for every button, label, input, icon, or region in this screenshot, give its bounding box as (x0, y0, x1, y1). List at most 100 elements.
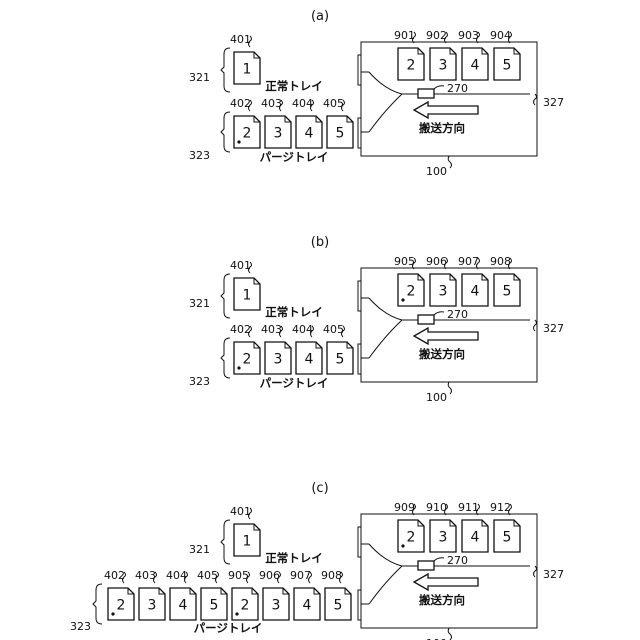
paper-sheet: 4404 (292, 323, 322, 374)
sheet-number: 2 (407, 58, 416, 74)
paper-sheet: 4907 (290, 569, 320, 620)
normal-tray-name: 正常トレイ (265, 79, 323, 93)
sheet-number: 5 (334, 598, 343, 614)
sheet-number: 2 (243, 126, 252, 142)
tray-brace (221, 338, 230, 378)
reference-leader (448, 628, 451, 640)
normal-tray-ref: 321 (189, 543, 210, 556)
error-dot (401, 298, 404, 301)
reference-leader (448, 156, 451, 168)
sheet-ref-label: 402 (104, 569, 125, 582)
paper-sheet: 1401 (230, 33, 260, 84)
reference-leader (448, 382, 451, 394)
sensor-ref: 270 (447, 308, 468, 321)
paper-sheet: 5 908 (490, 255, 520, 306)
sheet-ref-label: 401 (230, 259, 251, 272)
sheet-number: 2 (117, 598, 126, 614)
normal-tray-name: 正常トレイ (265, 551, 323, 565)
path-ref: 327 (543, 96, 564, 109)
sheet-number: 2 (243, 352, 252, 368)
sheet-ref-label: 403 (261, 97, 282, 110)
sensor-block (418, 315, 434, 324)
path-ref: 327 (543, 568, 564, 581)
sheet-ref-label: 405 (197, 569, 218, 582)
paper-sheet: 4903 (458, 29, 488, 80)
purge-tray-name: パージトレイ (260, 150, 329, 164)
purge-tray-name: パージトレイ (194, 621, 263, 635)
purge-tray-ref: 323 (189, 149, 210, 162)
direction-arrow (414, 574, 478, 590)
paper-sheet: 5908 (321, 569, 351, 620)
sheet-ref-label: 904 (490, 29, 511, 42)
sheet-number: 2 (241, 598, 250, 614)
sensor-block (418, 561, 434, 570)
paper-sheet: 2 905 (228, 569, 258, 620)
direction-arrow (414, 102, 478, 118)
sheet-ref-label: 901 (394, 29, 415, 42)
sheet-ref-label: 405 (323, 97, 344, 110)
sheet-number: 2 (407, 284, 416, 300)
sheet-ref-label: 907 (458, 255, 479, 268)
tray-brace (221, 48, 230, 92)
sheet-ref-label: 403 (261, 323, 282, 336)
sheet-ref-label: 912 (490, 501, 511, 514)
sheet-number: 3 (439, 530, 448, 546)
panel-caption: (c) (311, 481, 328, 496)
purge-tray-ref: 323 (189, 375, 210, 388)
sheet-ref-label: 909 (394, 501, 415, 514)
sheet-number: 5 (210, 598, 219, 614)
paper-sheet: 2 901 (394, 29, 424, 80)
sheet-number: 1 (243, 288, 252, 304)
apparatus-ref: 100 (426, 391, 447, 404)
sheet-number: 3 (274, 352, 283, 368)
reference-leader (534, 566, 537, 577)
purge-tray-ref: 323 (70, 620, 91, 633)
tray-brace (221, 520, 230, 564)
sheet-number: 5 (503, 58, 512, 74)
tray-brace (221, 112, 230, 152)
error-dot (111, 612, 114, 615)
sheet-ref-label: 903 (458, 29, 479, 42)
sheet-ref-label: 401 (230, 505, 251, 518)
paper-sheet: 5 405 (323, 97, 353, 148)
sheet-number: 5 (503, 284, 512, 300)
error-dot (237, 140, 240, 143)
sensor-block (418, 89, 434, 98)
sheet-ref-label: 910 (426, 501, 447, 514)
paper-sheet: 2905 (394, 255, 424, 306)
reference-leader (434, 312, 444, 315)
paper-sheet: 5912 (490, 501, 520, 552)
conveyance-path-lower (369, 320, 402, 358)
paper-sheet: 2402 (230, 323, 260, 374)
paper-sheet: 3 910 (426, 501, 456, 552)
sheet-number: 3 (439, 284, 448, 300)
sheet-ref-label: 908 (490, 255, 511, 268)
paper-sheet: 5 405 (323, 323, 353, 374)
sheet-number: 3 (148, 598, 157, 614)
sheet-ref-label: 911 (458, 501, 479, 514)
conveyance-path-lower (369, 94, 402, 132)
sheet-number: 4 (471, 284, 480, 300)
normal-tray-name: 正常トレイ (265, 305, 323, 319)
paper-sheet: 4404 (292, 97, 322, 148)
paper-sheet: 2 402 (104, 569, 134, 620)
error-dot (235, 612, 238, 615)
direction-label: 搬送方向 (419, 121, 465, 135)
tray-brace (221, 274, 230, 318)
sheet-ref-label: 905 (228, 569, 249, 582)
reference-leader (534, 94, 537, 105)
purge-tray-name: パージトレイ (260, 376, 329, 390)
error-dot (237, 366, 240, 369)
paper-sheet: 3906 (426, 255, 456, 306)
paper-sheet: 4 907 (458, 255, 488, 306)
error-dot (401, 544, 404, 547)
normal-tray-ref: 321 (189, 71, 210, 84)
reference-leader (434, 86, 444, 89)
sheet-number: 5 (336, 126, 345, 142)
sheet-number: 5 (336, 352, 345, 368)
sheet-ref-label: 405 (323, 323, 344, 336)
sheet-ref-label: 404 (292, 323, 313, 336)
panel-caption: (a) (311, 9, 329, 24)
sheet-ref-label: 404 (166, 569, 187, 582)
